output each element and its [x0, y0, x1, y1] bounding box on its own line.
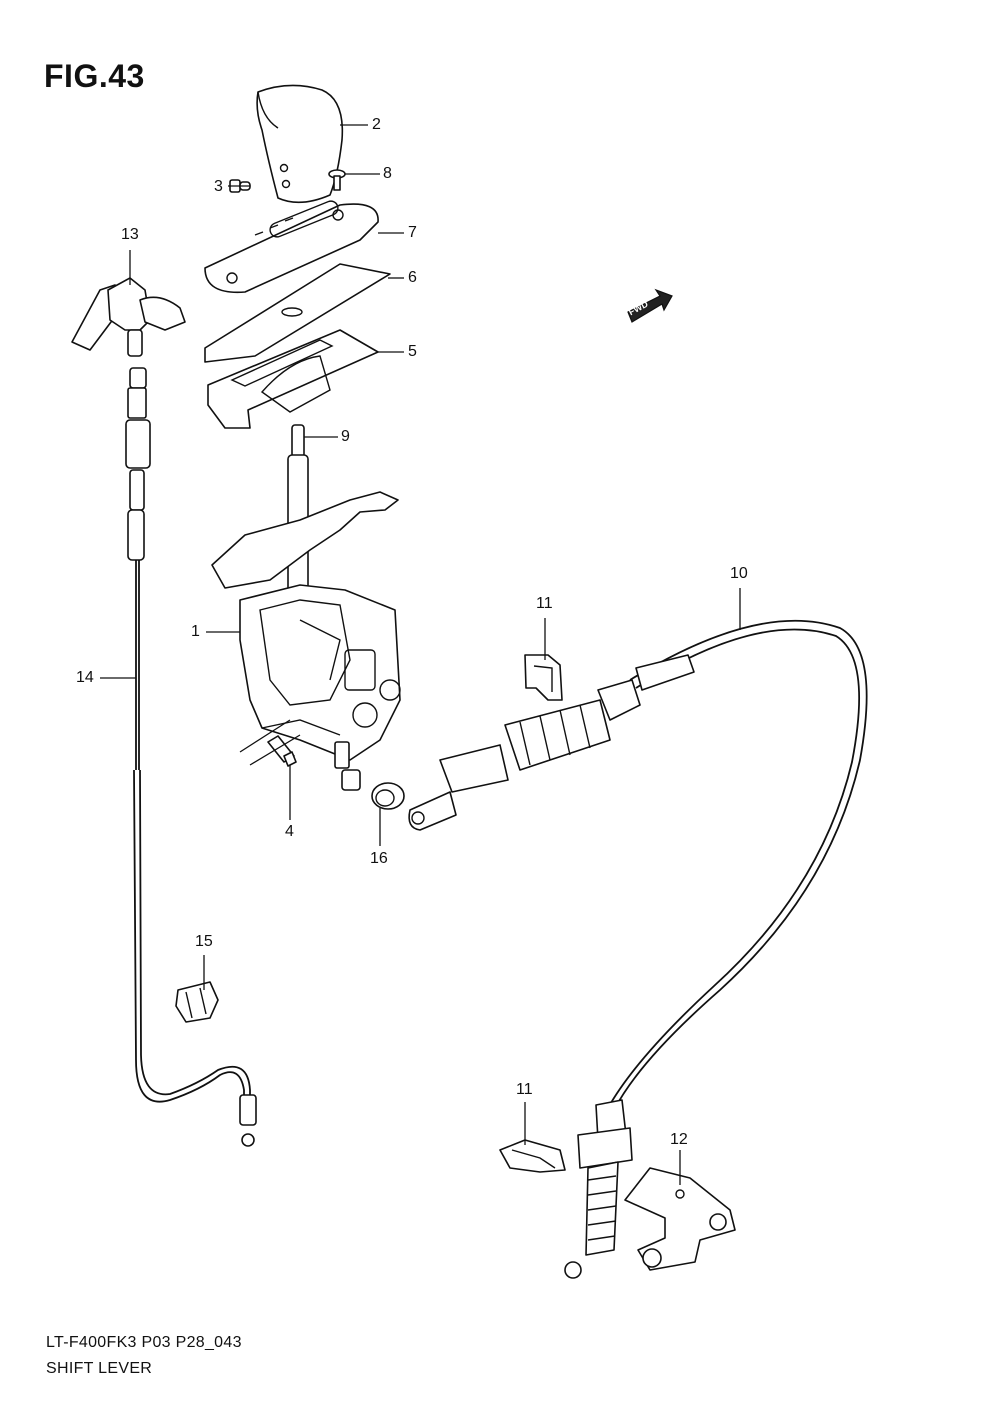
- part-cable-10: [408, 619, 868, 1279]
- callout-2: 2: [372, 116, 381, 133]
- part-clip-upper: [524, 654, 563, 701]
- part-guide-plate: [207, 329, 379, 429]
- part-cable-14: [125, 367, 257, 1147]
- callout-15: 15: [195, 933, 213, 950]
- callout-10: 10: [730, 565, 748, 582]
- callout-9: 9: [341, 428, 350, 445]
- callout-8: 8: [383, 165, 392, 182]
- part-switch: [71, 277, 186, 357]
- forward-arrow-icon: [627, 288, 673, 323]
- callout-5: 5: [408, 343, 417, 360]
- part-gasket: [204, 263, 391, 363]
- leader-lines: [100, 124, 741, 1185]
- part-shift-plate: [204, 200, 379, 294]
- callout-11-upper: 11: [536, 595, 553, 612]
- fig-title: FIG.43: [44, 58, 145, 94]
- diagram-caption: SHIFT LEVER: [46, 1360, 153, 1377]
- part-knob: [256, 84, 344, 204]
- callout-4: 4: [285, 823, 294, 840]
- callout-11-lower: 11: [516, 1081, 533, 1098]
- diagram-code: LT-F400FK3 P03 P28_043: [46, 1334, 242, 1351]
- callout-7: 7: [408, 224, 417, 241]
- callout-12: 12: [670, 1131, 688, 1148]
- callout-14: 14: [76, 669, 94, 686]
- part-bracket: [624, 1167, 736, 1271]
- part-shift-assembly: [211, 491, 401, 769]
- callout-3: 3: [214, 178, 223, 195]
- part-bushing: [341, 769, 405, 810]
- part-clip-lower: [499, 1139, 566, 1173]
- callout-1: 1: [191, 623, 200, 640]
- callout-16: 16: [370, 850, 388, 867]
- callout-13: 13: [121, 226, 139, 243]
- callout-6: 6: [408, 269, 417, 286]
- part-clamp: [175, 981, 219, 1023]
- part-bolt: [239, 719, 301, 767]
